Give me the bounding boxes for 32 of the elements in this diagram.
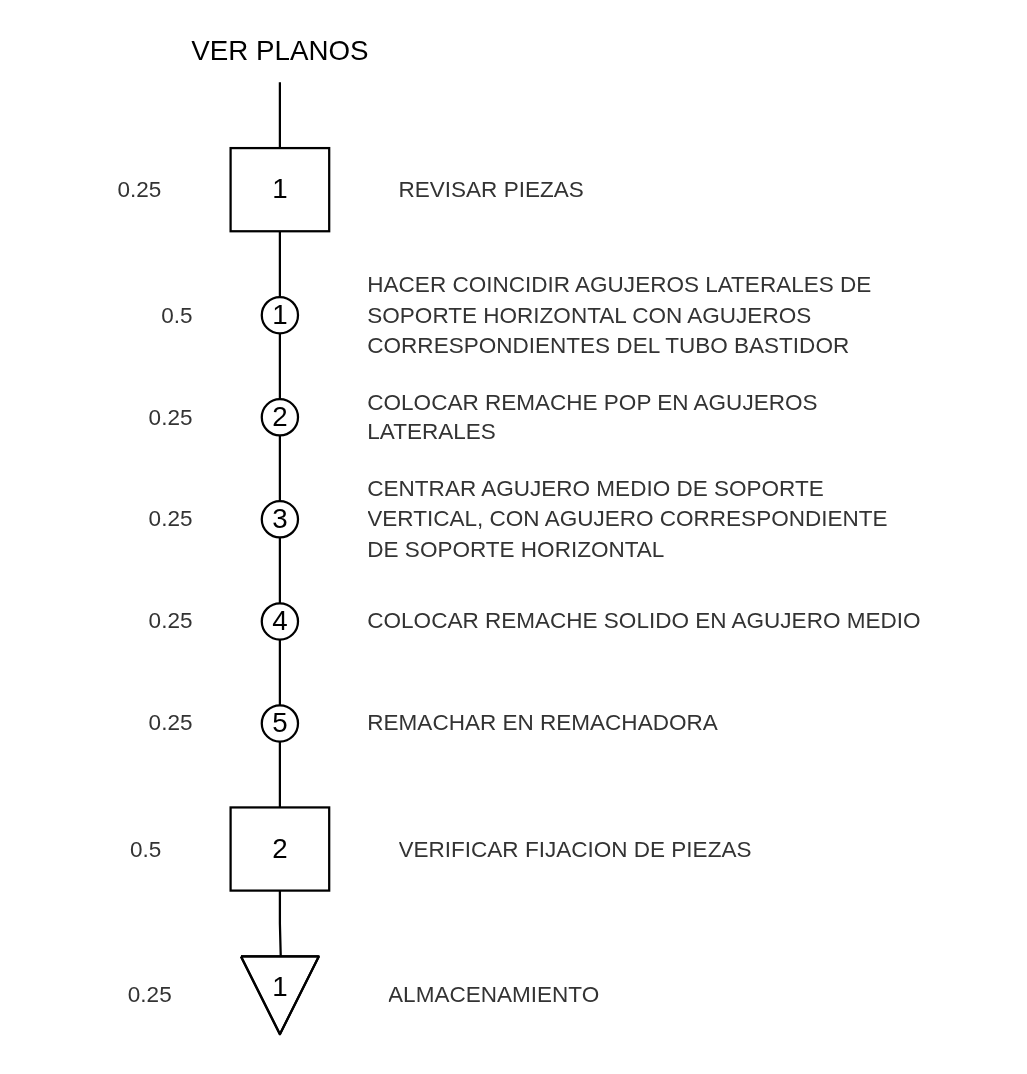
time-value: 0.5 <box>161 300 193 330</box>
operation-circle: 3 <box>260 500 299 539</box>
operation-circle: 4 <box>260 602 299 641</box>
operation-circle: 1 <box>260 295 299 335</box>
step-description: REVISAR PIEZAS <box>398 175 584 205</box>
time-value: 0.5 <box>129 834 162 864</box>
step-description: ALMACENAMIENTO <box>387 980 600 1010</box>
connector <box>278 333 281 400</box>
time-value: 0.25 <box>127 980 172 1010</box>
step-description: COLOCAR REMACHE POP EN AGUJEROS LATERALES <box>367 387 819 447</box>
step-description: REMACHAR EN REMACHADORA <box>367 709 718 738</box>
start-text: VER PLANOS <box>191 35 369 65</box>
step-description: CENTRAR AGUJERO MEDIO DE SOPORTE VERTICAL, CON AGUJERO CORRESPONDIENTE DE SOPORTE HORIZONTAL <box>367 474 889 565</box>
connector <box>278 741 281 808</box>
connector <box>278 82 281 149</box>
storage-triangle: 1 <box>239 955 320 1036</box>
time-value: 0.25 <box>148 504 193 534</box>
time-value: 0.25 <box>148 709 193 738</box>
step-description: VERIFICAR FIJACION DE PIEZAS <box>398 834 752 864</box>
connector <box>278 231 281 298</box>
time-value: 0.25 <box>148 606 193 636</box>
connector <box>278 639 281 706</box>
step-description: COLOCAR REMACHE SOLIDO EN AGUJERO MEDIO <box>367 606 921 636</box>
operation-circle: 2 <box>260 398 299 437</box>
time-value: 0.25 <box>117 175 162 205</box>
connector <box>278 537 281 604</box>
operation-circle: 5 <box>260 704 299 743</box>
inspection-square: 2 <box>229 806 331 892</box>
step-description: HACER COINCIDIR AGUJEROS LATERALES DE SOPORTE HORIZONTAL CON AGUJEROS CORRESPONDIENTES DEL TUBO BASTIDOR <box>367 270 873 361</box>
connector <box>278 435 281 502</box>
time-value: 0.25 <box>148 402 193 432</box>
inspection-square: 1 <box>229 146 331 233</box>
